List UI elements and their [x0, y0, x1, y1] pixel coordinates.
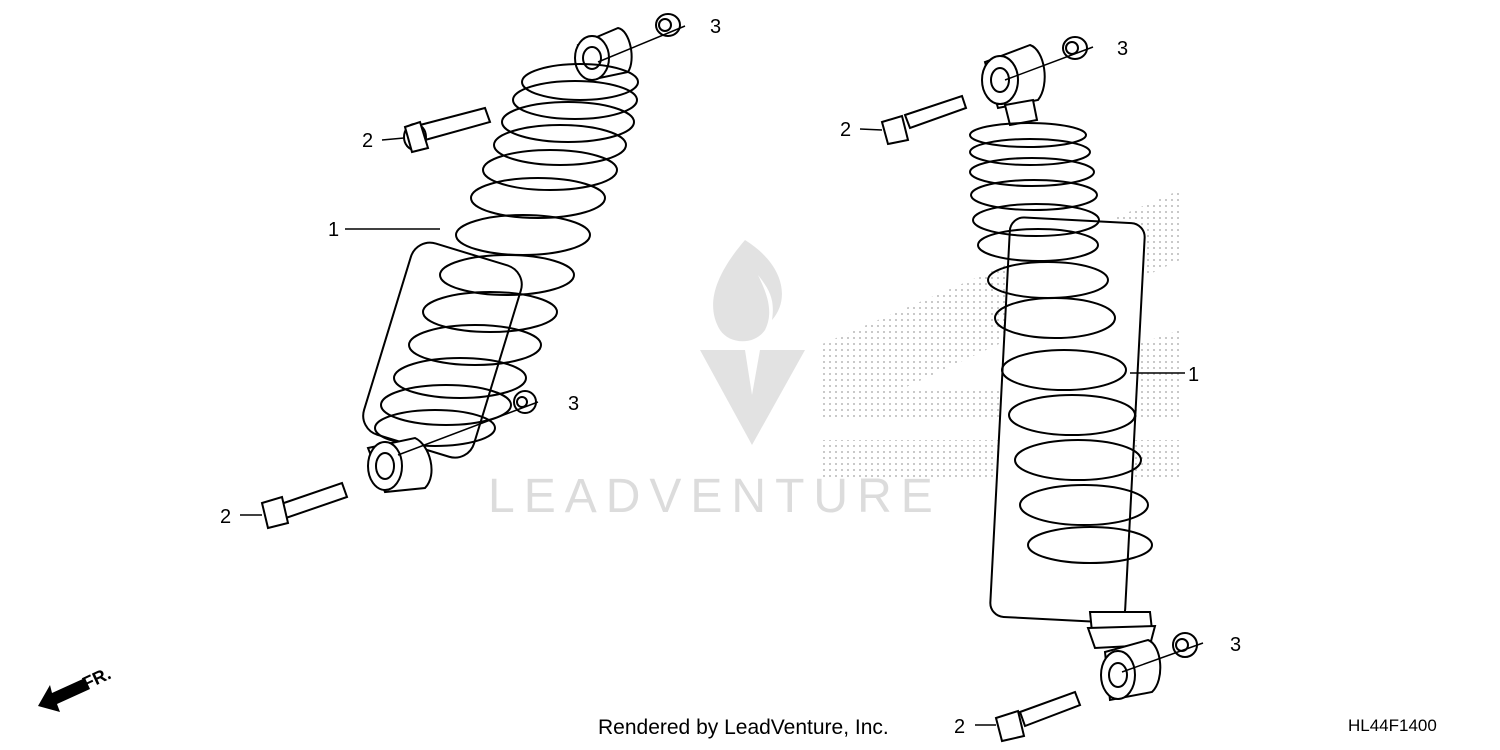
callout-left-bottom-nut: 3: [568, 393, 579, 415]
left-bottom-bolt: [260, 481, 349, 530]
left-bottom-nut: [513, 390, 537, 414]
right-shock-absorber: [969, 43, 1162, 702]
right-top-bolt: [880, 94, 968, 146]
right-spring: [969, 122, 1153, 564]
watermark-text: LEADVENTURE: [488, 470, 942, 523]
callout-right-bottom-bolt: 2: [954, 716, 965, 738]
callout-right-bottom-nut: 3: [1230, 634, 1241, 656]
credit-text: Rendered by LeadVenture, Inc.: [598, 716, 889, 739]
leader-lines: [240, 25, 1204, 726]
left-top-bolt: [403, 106, 492, 154]
right-top-nut: [1062, 36, 1088, 60]
front-arrow-icon: [38, 678, 90, 712]
callout-left-top-bolt: 2: [362, 130, 373, 152]
callout-left-top-nut: 3: [710, 16, 721, 38]
callout-right-top-nut: 3: [1117, 38, 1128, 60]
callout-left-bottom-bolt: 2: [220, 506, 231, 528]
callout-right-top-bolt: 2: [840, 119, 851, 141]
callout-left-shock: 1: [328, 219, 339, 241]
right-bottom-nut: [1172, 632, 1198, 658]
left-shock-absorber: [362, 26, 639, 494]
diagram-code: HL44F1400: [1348, 716, 1437, 735]
front-direction-indicator: FR.: [38, 663, 114, 712]
callout-right-shock: 1: [1188, 364, 1199, 386]
left-spring: [374, 63, 639, 447]
right-bottom-bolt: [994, 690, 1082, 743]
leadventure-logo-watermark: LEADVENTURE: [488, 240, 942, 523]
